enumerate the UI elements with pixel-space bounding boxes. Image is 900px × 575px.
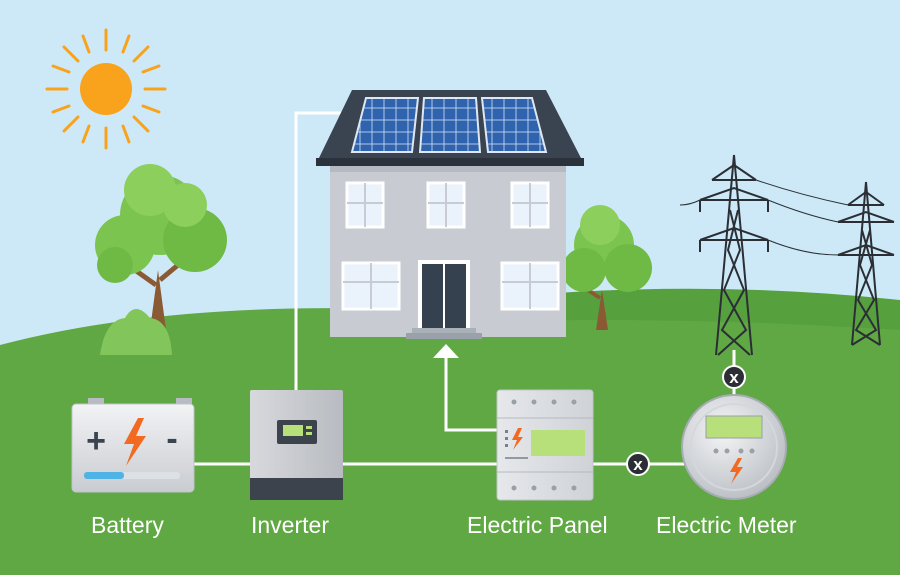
electric-panel-icon [496,389,594,501]
electric-panel-label: Electric Panel [467,512,608,538]
tree-icon [562,205,652,330]
inverter-icon [250,390,343,500]
inverter-label: Inverter [251,512,329,538]
battery-label: Battery [91,512,164,538]
lightning-bolt-icon [512,428,523,450]
door [418,260,470,328]
arrow-to-house [433,344,459,358]
battery-minus: - [166,420,177,458]
wires [190,111,736,466]
tree-icon [95,164,227,355]
lightning-bolt-icon [730,458,743,484]
battery-plus: + [86,422,106,460]
disconnect-mark-bottom: x [633,455,643,474]
disconnect-mark-top: x [729,368,739,387]
power-tower-icon [699,154,769,356]
sun-icon [45,28,167,150]
lightning-bolt-icon [124,418,146,466]
electric-meter-icon [681,394,787,500]
power-lines [679,179,849,256]
power-tower-icon [837,181,895,346]
disconnect-icon: x [722,365,746,389]
electric-meter-label: Electric Meter [656,512,797,538]
battery-icon: + - [71,398,195,493]
ground [0,320,900,575]
disconnect-icon: x [626,452,650,476]
house [316,90,584,339]
solar-panel-icon [350,97,548,153]
